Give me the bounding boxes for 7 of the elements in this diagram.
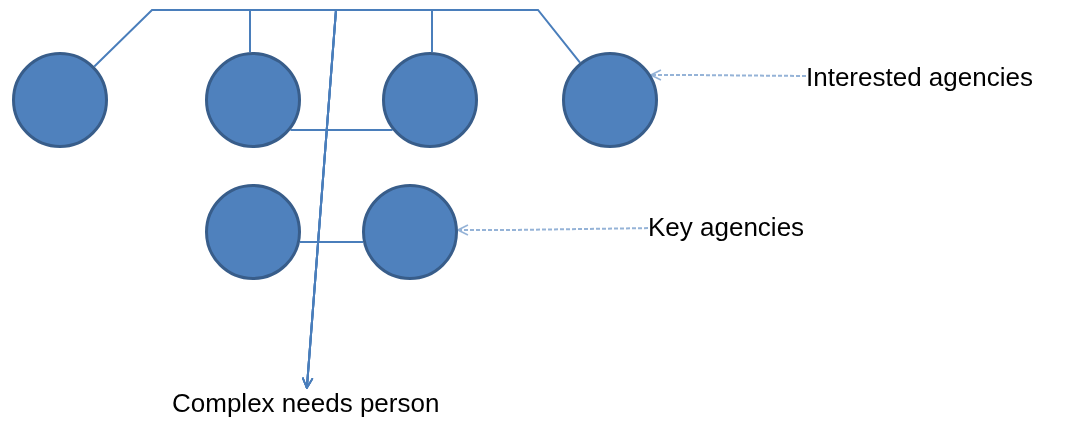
arrow	[301, 9, 581, 389]
connector-line	[289, 129, 394, 131]
node-label: Complex needs person	[172, 388, 440, 418]
arrow	[456, 224, 649, 236]
node-label: Key agencies	[648, 212, 805, 242]
arrow	[650, 69, 807, 81]
node-label: Interested agencies	[806, 62, 1033, 92]
